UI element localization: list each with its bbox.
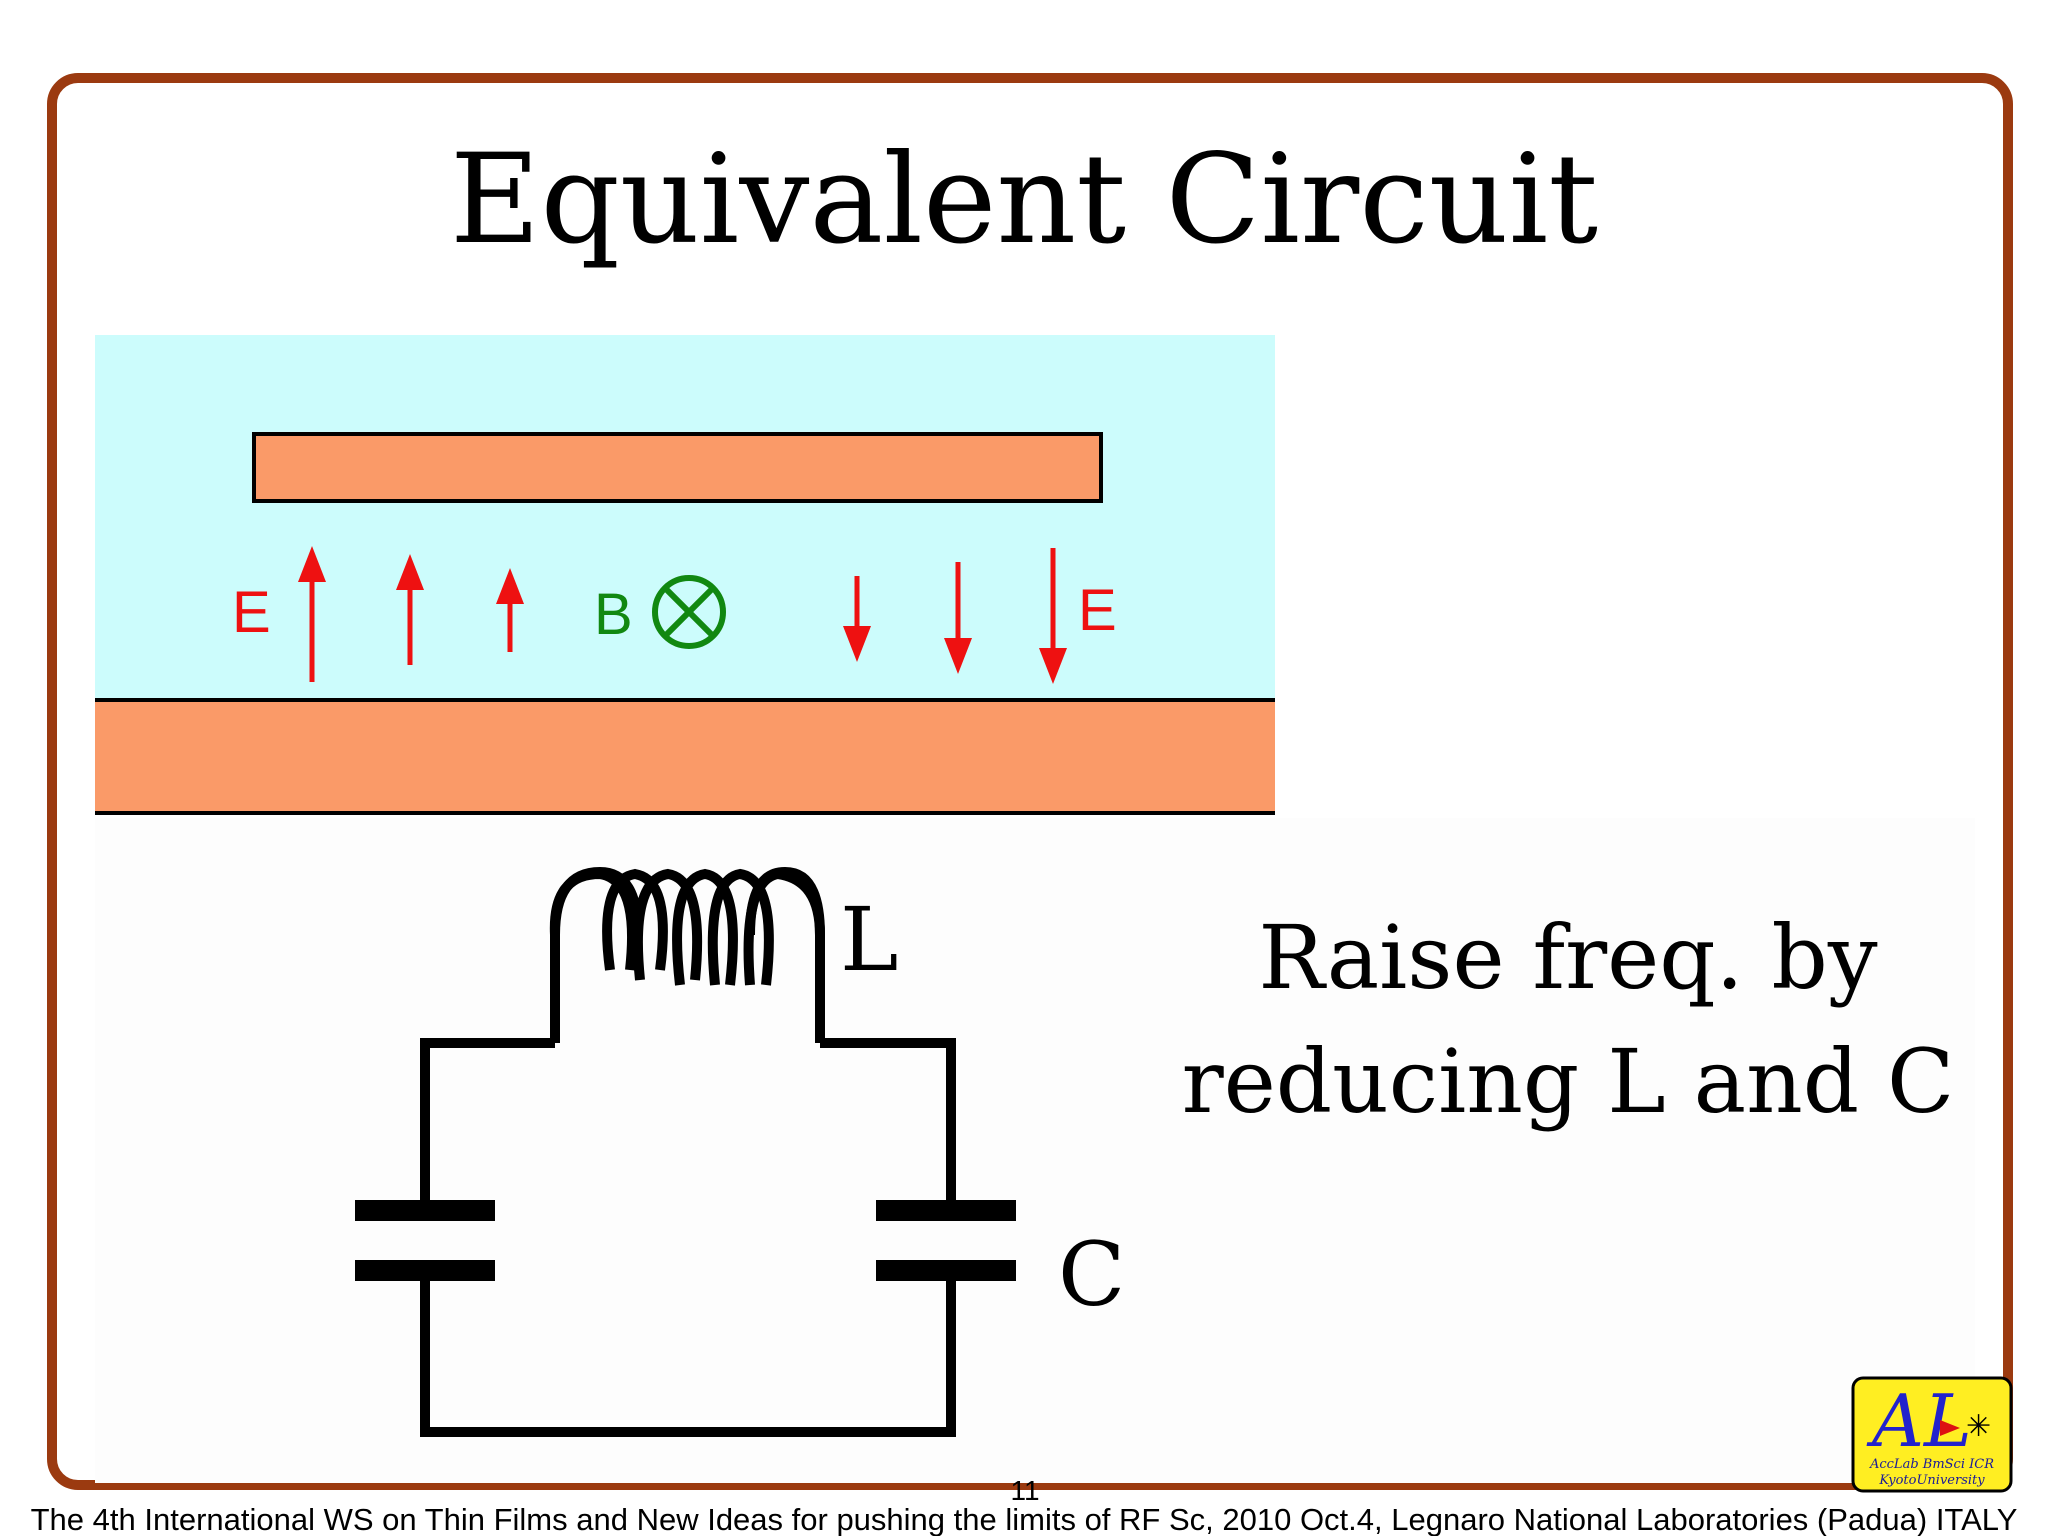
lc-circuit: L C <box>355 866 1125 1437</box>
logo-arrow-icon <box>1940 1420 1960 1436</box>
field-diagram: E E B <box>95 335 1275 815</box>
circuit-panel <box>95 818 1975 1483</box>
b-label: B <box>594 582 633 647</box>
acclab-logo: AL ✳ AccLab BmSci ICR KyotoUniversity <box>1851 1376 2013 1493</box>
e-arrow-up-3-head <box>496 568 524 604</box>
inductor-label: L <box>840 888 898 991</box>
e-field-up-arrows <box>298 546 524 682</box>
note-line-2: reducing L and C <box>1182 1030 1955 1133</box>
e-arrow-down-2-head <box>944 638 972 674</box>
logo-star-icon: ✳ <box>1966 1409 1991 1444</box>
e-label-left: E <box>232 580 271 645</box>
e-label-right: E <box>1078 578 1117 643</box>
cross-circle-icon <box>652 575 726 649</box>
slide-frame <box>47 73 2013 1490</box>
logo-line-2: KyotoUniversity <box>1878 1473 1985 1488</box>
page-title: Equivalent Circuit <box>450 128 1598 272</box>
e-arrow-up-2-head <box>396 554 424 590</box>
inductor-coil <box>549 868 825 986</box>
capacitor-label: C <box>1058 1223 1125 1326</box>
e-arrow-up-1-head <box>298 546 326 582</box>
capacitor-left <box>355 1200 495 1281</box>
e-field-down-arrows <box>843 548 1067 684</box>
note-line-1: Raise freq. by <box>1258 906 1877 1009</box>
page-number: 11 <box>1010 1475 1039 1506</box>
logo-line-1: AccLab BmSci ICR <box>1869 1457 1994 1472</box>
top-plate <box>252 432 1103 503</box>
e-arrow-down-1-head <box>843 626 871 662</box>
footer-text: The 4th International WS on Thin Films a… <box>31 1502 2018 1536</box>
e-arrow-down-3-head <box>1039 648 1067 684</box>
logo-mark: AL <box>1866 1379 1972 1463</box>
bottom-plate <box>95 700 1275 813</box>
capacitor-right <box>876 1200 1016 1281</box>
